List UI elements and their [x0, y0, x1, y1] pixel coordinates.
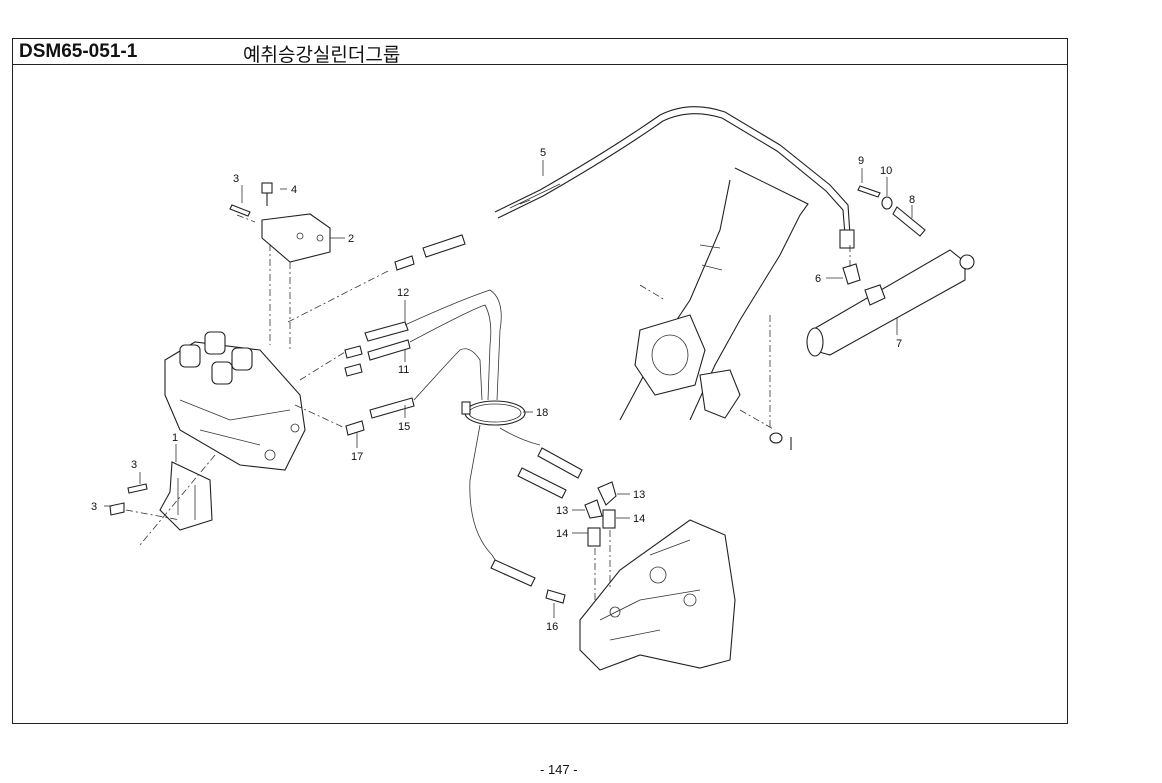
callout-10: 10 — [880, 165, 892, 177]
elbow-part-13-b — [584, 499, 603, 519]
hose-end-part-15 — [369, 397, 415, 419]
title-bar: DSM65-051-1 예취승강실린더그룹 — [13, 39, 1067, 66]
pin-part-8 — [892, 206, 926, 237]
washer-part-10 — [881, 196, 893, 210]
bracket-part-1 — [159, 461, 213, 531]
callout-leaders — [104, 160, 913, 618]
adapter-part-14-a — [602, 509, 616, 529]
washer-lower — [769, 432, 783, 444]
bolt-part-9 — [857, 185, 881, 198]
page-number: - 147 - — [540, 762, 578, 777]
control-valve-assembly — [164, 331, 306, 471]
hose-end-part-11 — [344, 339, 411, 377]
callout-16: 16 — [546, 621, 558, 633]
callout-13-b: 13 — [556, 505, 568, 517]
group-title: 예취승강실린더그룹 — [243, 44, 401, 66]
callout-2: 2 — [348, 233, 354, 245]
callout-3-lower-a: 3 — [131, 459, 137, 471]
callout-6: 6 — [815, 273, 821, 285]
callout-17: 17 — [351, 451, 363, 463]
hose-part-5 — [494, 106, 855, 249]
callout-3-upper: 3 — [233, 173, 239, 185]
callout-18: 18 — [536, 407, 548, 419]
callout-1: 1 — [172, 432, 178, 444]
callout-5: 5 — [540, 147, 546, 159]
part-code: DSM65-051-1 — [19, 41, 138, 62]
hose-end-part-12 — [344, 321, 409, 359]
callout-12: 12 — [397, 287, 409, 299]
callout-14-a: 14 — [633, 513, 645, 525]
callout-4: 4 — [291, 184, 297, 196]
hydraulic-pump-body — [579, 519, 736, 671]
page-frame: DSM65-051-1 예취승강실린더그룹 — [12, 38, 1068, 724]
callout-3-lower-b: 3 — [91, 501, 97, 513]
bolt-part-3-lower-a — [127, 483, 148, 494]
lift-arm-frame — [619, 167, 809, 421]
elbow-part-13-a — [597, 481, 617, 506]
hose-routing-lower — [469, 424, 583, 604]
callout-7: 7 — [896, 338, 902, 350]
callout-9: 9 — [858, 155, 864, 167]
fitting-part-6 — [842, 263, 861, 285]
bolt-part-3-upper — [229, 204, 251, 217]
adapter-part-14-b — [587, 527, 601, 547]
hydraulic-cylinder-part-7 — [806, 249, 975, 357]
clamp-part-18 — [461, 400, 526, 426]
hose-routing-upper — [394, 234, 502, 401]
fitting-part-17 — [345, 420, 365, 436]
bracket-part-2 — [261, 213, 331, 263]
assembly-guide-lines — [125, 214, 851, 600]
callout-13-a: 13 — [633, 489, 645, 501]
callout-11: 11 — [398, 364, 409, 376]
callout-15: 15 — [398, 421, 410, 433]
callout-14-b: 14 — [556, 528, 568, 540]
bolt-part-4 — [261, 182, 273, 206]
bolt-part-3-lower-b — [109, 502, 125, 516]
callout-8: 8 — [909, 194, 915, 206]
